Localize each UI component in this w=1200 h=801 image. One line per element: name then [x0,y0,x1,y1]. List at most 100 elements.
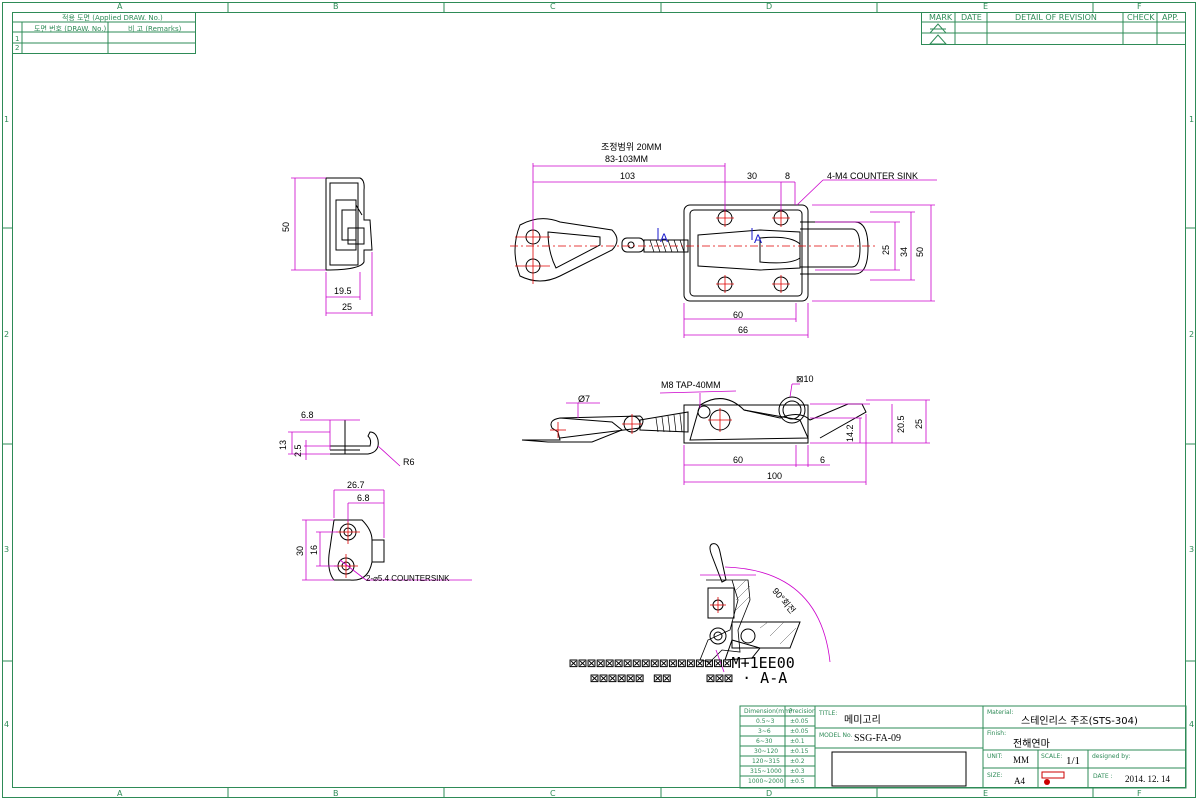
dim-6: 6 [820,455,826,465]
zone-bottom-b: B [333,789,339,798]
tolerance-row-1-range: 0.5~3 [756,718,775,725]
elevation-view [521,383,930,485]
revision-col-app: APP. [1162,13,1179,22]
material-label: Material: [987,709,1014,716]
zone-top-f: F [1137,2,1142,11]
dim-profile-13: 13 [278,439,288,450]
tolerance-row-3-range: 6~30 [756,738,773,745]
side-view [291,177,373,316]
plan-view [510,163,937,338]
dim-keeper-16: 16 [309,544,319,555]
dim-20-5: 20.5 [896,415,906,433]
tolerance-header-precision: Precision [789,708,816,715]
dim-side-width-2: 25 [342,302,353,312]
section-mark-left: A [660,231,669,245]
overlay-text-line-2: ⊠⊠⊠⊠⊠⊠ ⊠⊠ [590,669,672,687]
dim-profile-r6: R6 [403,457,415,467]
latch-profile-view [288,419,401,467]
dim-50: 50 [915,246,925,257]
zone-top-c: C [550,2,556,11]
zone-left-4: 4 [4,720,10,729]
revision-table [921,12,1186,45]
scale-value: 1/1 [1066,755,1081,767]
dim-profile-6-8: 6.8 [301,410,314,420]
dim-length-range: 83-103MM [605,154,649,164]
date-value: 2014. 12. 14 [1125,774,1170,784]
model-number: SSG-FA-09 [854,733,902,744]
zone-bottom-c: C [550,789,556,798]
size-label: SIZE: [987,772,1003,779]
zone-top-d: D [766,2,773,11]
dim-keeper-6-8: 6.8 [357,493,370,503]
revision-col-date: DATE [961,13,982,22]
zone-right-1: 1 [1189,115,1195,124]
dim-100: 100 [767,471,783,481]
dim-side-width-1: 19.5 [334,286,352,296]
finish-value: 전해연마 [1013,739,1050,750]
counter-sink-note: 4-M4 COUNTER SINK [827,171,919,181]
dim-phi7: Ø7 [578,394,591,404]
scale-label: SCALE: [1041,753,1063,760]
dim-60-elev: 60 [733,455,744,465]
zone-top-a: A [117,2,123,11]
revision-col-detail: DETAIL OF REVISION [1015,13,1097,22]
tolerance-row-7-range: 1000~2000 [748,778,784,785]
tolerance-row-4-value: ±0.15 [790,748,809,755]
keeper-view [302,489,472,581]
section-label-a-a: ⊠⊠⊠ · A-A [706,669,788,687]
zone-bottom-a: A [117,789,123,798]
overlay-text-line-1: ⊠⊠⊠⊠⊠⊠⊠⊠⊠⊠⊠⊠⊠⊠⊠⊠⊠⊠M+1EE00 [569,654,795,672]
revision-col-check: CHECK [1127,13,1155,22]
company-logo-icon [1041,770,1065,786]
dim-square-10: ⊠10 [796,374,814,384]
unit-value: MM [1013,755,1030,765]
material-value: 스테인리스 주조(STS-304) [1021,716,1138,727]
dim-103: 103 [620,171,636,181]
dim-profile-2-5: 2.5 [293,444,303,457]
date-label: DATE : [1093,773,1113,780]
designed-by-label: designed by: [1092,753,1131,760]
dim-60: 60 [733,310,744,320]
applied-table-row-1: 1 [15,35,20,43]
title-label: TITLE: [819,710,838,717]
dim-14-2: 14.2 [845,424,855,442]
drawing-title: 메미고리 [844,715,881,726]
zone-right-4: 4 [1189,720,1195,729]
dim-8: 8 [785,171,791,181]
applied-table-row-2: 2 [15,44,20,52]
tolerance-header-dimension: Dimension(mm) [744,708,793,715]
dim-25: 25 [881,244,891,255]
tolerance-row-7-value: ±0.5 [790,778,805,785]
zone-top-e: E [983,2,989,11]
applied-drawing-table [12,12,196,54]
applied-table-header: 적용 도면 (Applied DRAW. No.) [62,14,163,22]
zone-top-b: B [333,2,339,11]
zone-bottom-e: E [983,789,989,798]
zone-bottom-f: F [1137,789,1142,798]
keeper-countersink-note: 2-⌀5.4 COUNTERSINK [366,574,450,583]
tolerance-row-5-value: ±0.2 [790,758,805,765]
model-label: MODEL No. [819,732,853,739]
revision-col-mark: MARK [929,13,953,22]
unit-label: UNIT: [987,753,1003,760]
size-value: A4 [1014,776,1025,786]
tolerance-row-5-range: 120~315 [752,758,780,765]
zone-bottom-d: D [766,789,773,798]
applied-table-col-drawno: 도면 번호 (DRAW. No.) [34,25,107,33]
zone-left-1: 1 [4,115,10,124]
dim-34: 34 [899,246,909,257]
section-mark-right: A [754,232,763,246]
dim-adjust-range: 조정범위 20MM [601,142,662,152]
section-view-a-a [699,543,831,673]
zone-left-2: 2 [4,330,10,339]
tolerance-row-2-value: ±0.05 [790,728,809,735]
title-block-lines [739,705,1187,789]
dim-side-height: 50 [281,221,291,232]
finish-label: Finish: [987,730,1007,737]
tolerance-row-6-range: 315~1000 [750,768,782,775]
dim-keeper-30: 30 [295,545,305,556]
zone-left-3: 3 [4,545,10,554]
tolerance-row-3-value: ±0.1 [790,738,805,745]
